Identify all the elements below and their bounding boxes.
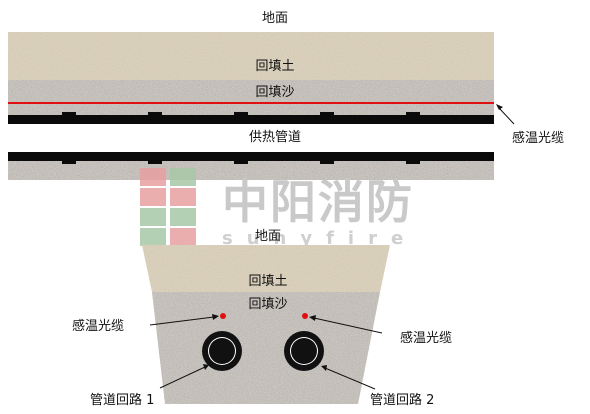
pipe-loop-1 [202, 331, 242, 371]
pipe-loop-1-label: 管道回路 1 [90, 392, 154, 408]
pipe-loop-2-label: 管道回路 2 [370, 392, 434, 408]
top-cable-callout [496, 104, 515, 125]
top-pipe-upper-wall [8, 112, 494, 124]
top-pipe-label: 供热管道 [249, 130, 301, 145]
bottom-backfill-sand-label: 回填沙 [248, 297, 287, 312]
top-cable-label: 感温光缆 [512, 130, 564, 146]
top-backfill-sand-label: 回填沙 [255, 85, 294, 100]
bottom-cable-right-label: 感温光缆 [400, 330, 452, 346]
bottom-cable-right-dot [302, 313, 308, 319]
pipe-loop-2-callout [321, 365, 376, 390]
watermark-english: sunyfire [222, 228, 417, 249]
watermark-chinese: 中阳消防 [222, 175, 414, 229]
top-pipe-interior [8, 124, 494, 152]
bottom-cable-left-callout [149, 314, 219, 326]
bottom-backfill-soil-layer [142, 245, 390, 292]
pipe-loop-1-callout [159, 364, 209, 389]
pipe-loop-2 [284, 331, 324, 371]
top-pipe-lower-wall [8, 152, 494, 164]
watermark-logo [140, 168, 196, 246]
top-backfill-soil-layer [8, 32, 494, 80]
bottom-cable-right-callout [309, 315, 383, 334]
top-ground-label: 地面 [262, 11, 288, 26]
bottom-ground-label: 地面 [255, 229, 281, 244]
bottom-cable-left-label: 感温光缆 [72, 318, 124, 334]
bottom-cable-left-dot [220, 313, 226, 319]
bottom-backfill-soil-label: 回填土 [248, 274, 287, 289]
top-backfill-soil-label: 回填土 [255, 59, 294, 74]
